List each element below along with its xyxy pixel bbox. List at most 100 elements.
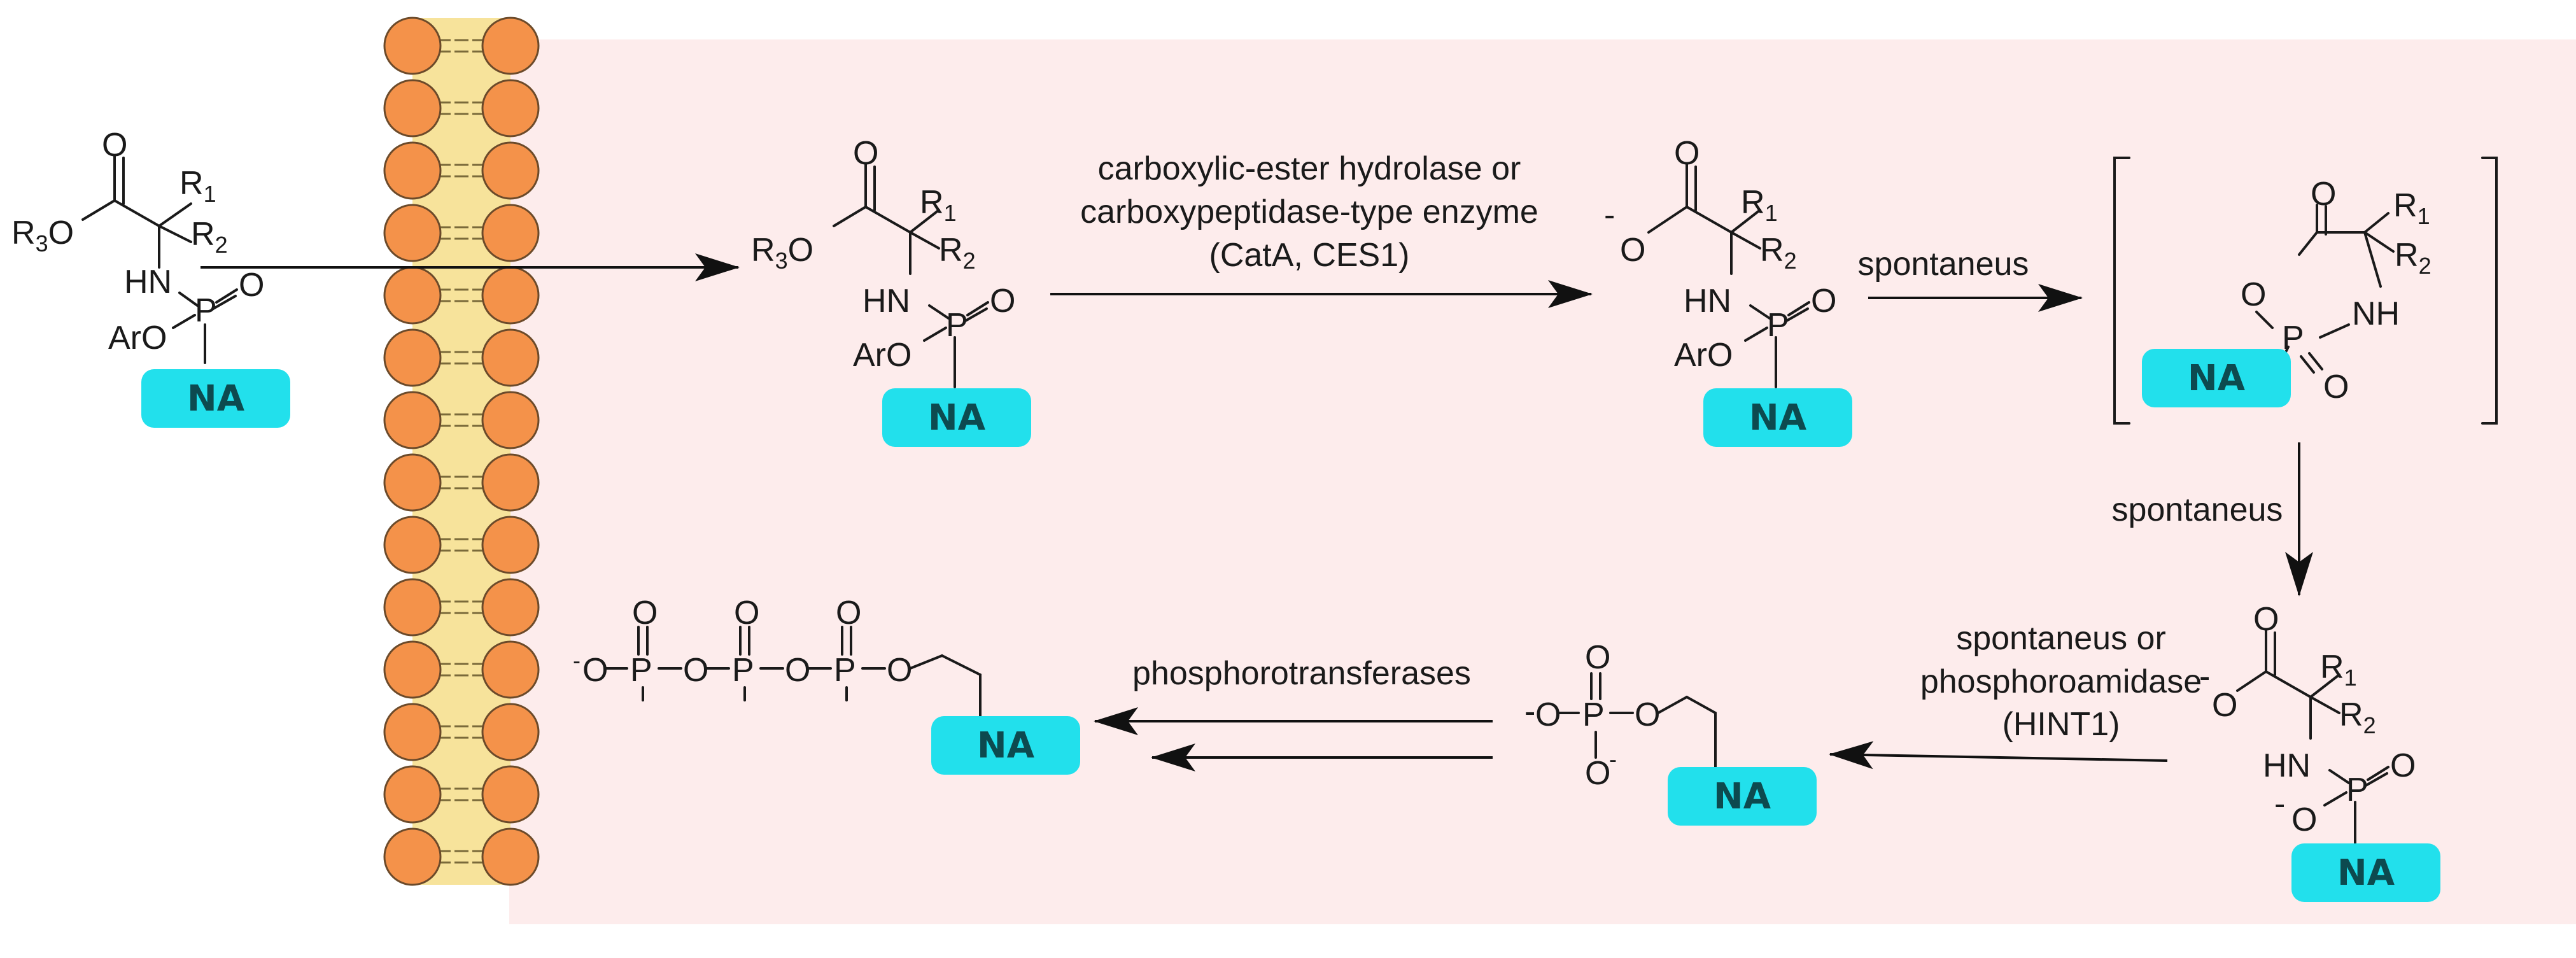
aryloxy: ArO [853,337,911,374]
lipid-bilayer-membrane [383,17,540,886]
phosphorus: P [2346,771,2368,808]
phosphoryl-oxygen: O [632,595,658,631]
lipid-head [481,79,540,137]
lipid-head [383,141,442,200]
lipid-head [481,640,540,699]
lipid-head [481,765,540,824]
lipid-head [383,17,442,75]
lipid-head [383,266,442,325]
carbonyl-oxygen: O [2253,601,2279,638]
step4-label-line1: spontaneus or [1956,620,2166,657]
carboxylate-oxygen: O [2212,687,2237,724]
lipid-head [481,828,540,886]
phosphorus: P [2282,320,2304,356]
r1-substituent: R1 [179,165,216,207]
phosphoryl-oxygen: O [836,595,861,631]
charge-minus: - [573,647,581,673]
lipid-head [383,828,442,886]
lipid-head [481,141,540,200]
phosphorus-beta: P [732,652,754,689]
nucleoside-label: NA [187,378,245,419]
phosphorus: P [1767,307,1789,344]
phosphorus: P [1582,696,1605,733]
phosphorus: P [195,292,217,329]
prodrug-intracellular: O R3O R1 R2 HN P O ArO NA [751,135,1031,447]
step4-label-line2: phosphoroamidase [1920,663,2202,700]
lipid-head [383,391,442,449]
carboxylate-oxygen: O [1620,232,1645,269]
lipid-head [383,578,442,637]
phosphorus-alpha: P [834,652,856,689]
phosphoryl-oxygen: O [2390,747,2416,784]
r2-substituent: R2 [939,232,976,274]
lipid-head [481,391,540,449]
right-bracket [2481,157,2498,425]
r2-substituent: R2 [2395,237,2432,279]
step3-label: spontaneus [2112,491,2283,528]
nucleoside-box [2291,843,2440,902]
oxide-oxygen: O [582,652,608,689]
nucleoside-box [882,388,1031,447]
oxide-oxygen: O [2291,801,2317,838]
ring-oxygen: O [2241,276,2266,313]
nucleoside-label: NA [1714,776,1771,817]
lipid-head [383,453,442,512]
oxide-oxygen: O [1535,696,1561,733]
phosphoramidate-intermediate: - O O R1 R2 HN P O - O NA [2199,601,2440,902]
step4-arrow [1829,741,2168,770]
carbonyl-oxygen: O [1674,135,1700,172]
charge-minus: - [1609,746,1617,772]
prodrug-extracellular: O R3O R1 R2 HN P O ArO NA [11,127,290,428]
r2-substituent: R2 [1760,232,1797,274]
phosphorus-gamma: P [630,652,652,689]
ester-oxygen: O [1635,696,1660,733]
nucleoside-label: NA [1749,397,1807,439]
r2-substituent: R2 [191,216,228,258]
nucleoside-monophosphate: - O P O O - O NA [1524,639,1817,826]
nucleoside-triphosphate: - O P O O P O O P O O NA [573,595,1080,775]
lipid-head [481,266,540,325]
nucleoside-label: NA [928,397,986,439]
step1-enzyme-label-line1: carboxylic-ester hydrolase or [1098,150,1521,187]
phosphoryl-oxygen: O [239,267,264,304]
amide-hn: HN [1684,283,1731,320]
ester-oxygen: O [887,652,912,689]
lipid-head [481,204,540,262]
lipid-head [383,79,442,137]
charge-minus: - [2274,785,2285,822]
phosphoryl-oxygen: O [734,595,759,631]
lipid-head [383,703,442,761]
ring-nh: NH [2352,295,2400,332]
nucleoside-box [2142,349,2291,407]
step2-label: spontaneus [1858,246,2029,283]
phosphoryl-oxygen: O [2323,369,2349,405]
phosphoryl-oxygen: O [1811,283,1836,320]
lipid-head [383,204,442,262]
charge-minus: - [1524,693,1535,730]
bridge-oxygen: O [785,652,810,689]
aryloxy: ArO [1674,337,1733,374]
nucleoside-box [141,369,290,428]
nucleoside-box [1703,388,1852,447]
cytoplasm-region [509,39,2576,924]
nucleoside-box [931,716,1080,775]
step1-enzyme-label-line2: carboxypeptidase-type enzyme [1080,194,1538,230]
charge-minus: - [2199,658,2210,695]
nucleoside-box [1668,767,1817,826]
r1-substituent: R1 [920,184,957,226]
charge-minus: - [1604,197,1615,234]
phosphoryl-oxygen: O [990,283,1015,320]
cyclic-intermediate: O O P NH O R1 R2 NA [2113,157,2498,425]
r1-substituent: R1 [2393,187,2430,229]
r1-substituent: R1 [2320,649,2357,691]
phosphoryl-oxygen: O [1585,639,1610,676]
bridge-oxygen: O [683,652,708,689]
amide-hn: HN [2263,747,2311,784]
step4-label-line3: (HINT1) [2002,706,2120,743]
lipid-head [383,640,442,699]
r2-substituent: R2 [2339,696,2376,738]
carboxylate-intermediate: - O O R1 R2 HN P O ArO NA [1604,135,1852,447]
lipid-head [481,328,540,387]
aryloxy: ArO [108,320,167,356]
